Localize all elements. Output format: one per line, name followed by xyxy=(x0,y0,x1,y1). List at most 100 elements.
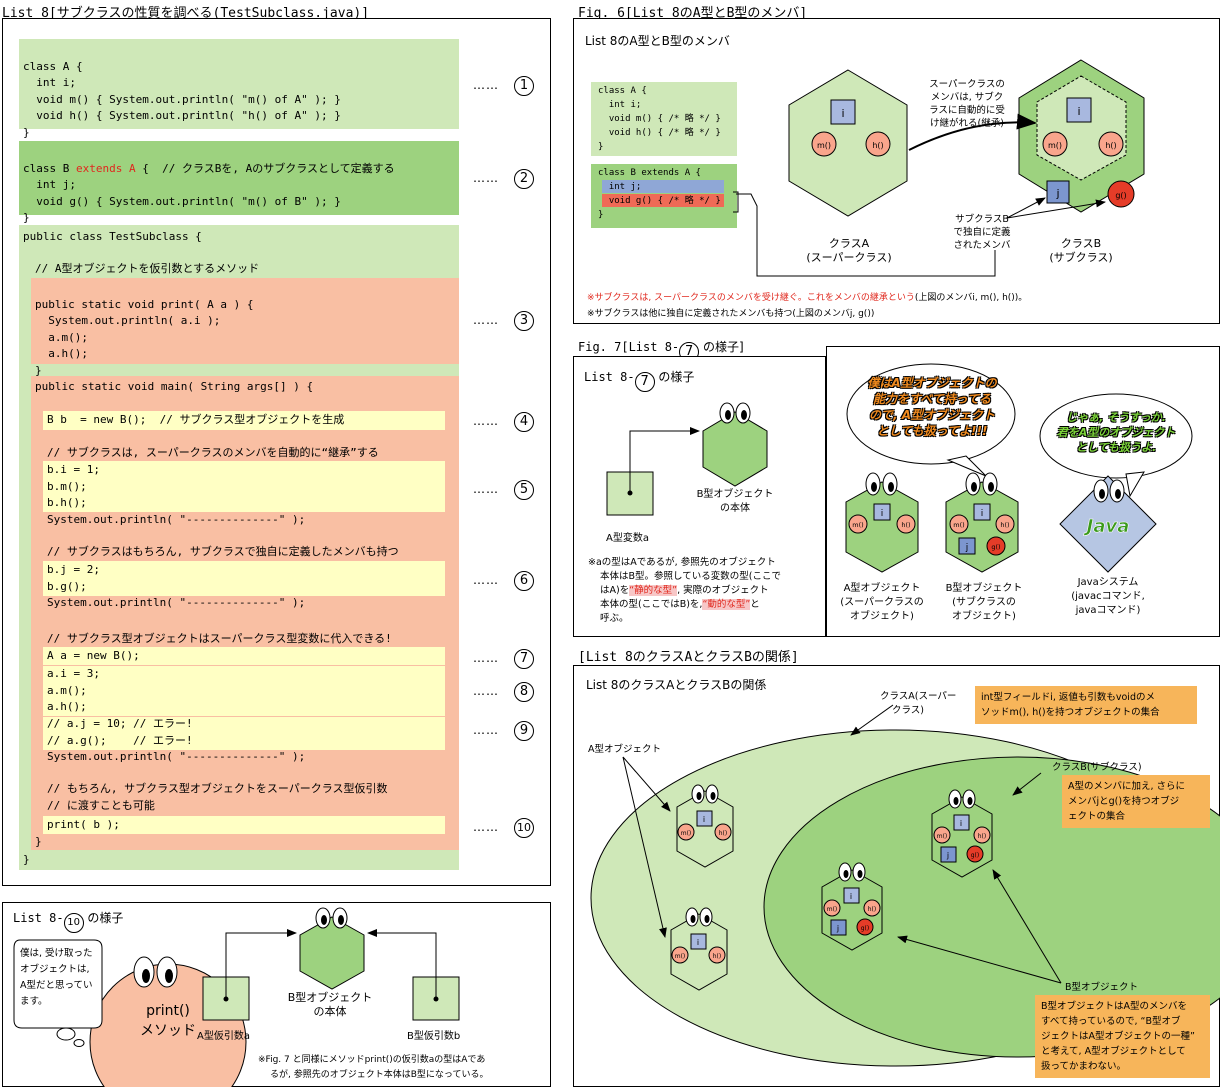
comment7: // サブクラス型オブジェクトはスーパークラス型変数に代入できる! xyxy=(47,632,392,645)
fig6-note1: ※サブクラスは, スーパークラスのメンバを受け継ぐ。これをメンバの継承という(上… xyxy=(587,293,1028,303)
rel-classA-label: クラスA(スーパークラス) xyxy=(880,691,957,716)
classA-hexagon xyxy=(788,69,908,217)
svg-text:m(): m() xyxy=(681,830,692,837)
line4-block xyxy=(43,411,445,430)
comment-print: // A型オブジェクトを仮引数とするメソッド xyxy=(35,262,260,275)
fig7-b-object-label: B型オブジェクトの本体 xyxy=(696,489,774,514)
print-method-code: public static void print( A a ) { System… xyxy=(35,297,254,377)
svg-text:j: j xyxy=(965,543,969,553)
line4-code: B b = new B(); // サブクラス型オブジェクトを生成 xyxy=(47,413,345,426)
block9-code: // a.j = 10; // エラー!// a.g(); // エラー!Sys… xyxy=(47,717,306,763)
comment5: // サブクラスは, スーパークラスのメンバを自動的に“継承”する xyxy=(47,446,379,459)
svg-text:m(): m() xyxy=(827,906,838,913)
b-object-label: B型オブジェクトの本体 xyxy=(287,991,373,1018)
svg-text:m(): m() xyxy=(937,833,948,840)
print-method-label: print()メソッド xyxy=(140,1003,196,1039)
svg-text:i: i xyxy=(850,892,852,901)
block5-code: b.i = 1;b.m();b.h();System.out.println( … xyxy=(47,463,306,526)
svg-text:i: i xyxy=(697,938,699,947)
svg-text:h(): h() xyxy=(868,906,876,913)
svg-text:m(): m() xyxy=(817,141,831,150)
svg-text:m(): m() xyxy=(1048,141,1062,150)
svg-text:h(): h() xyxy=(872,141,883,150)
marker-2: 2 xyxy=(514,169,534,189)
java-diamond xyxy=(1059,475,1157,573)
block8-code: a.i = 3;a.m();a.h(); xyxy=(47,667,100,713)
marker-9: 9 xyxy=(514,721,534,741)
line7-block xyxy=(43,647,445,665)
fig6-note2: ※サブクラスは他に独自に定義されたメンバも持つ(上図のメンバj, g()) xyxy=(587,309,875,319)
fig6-classB-label: クラスB(サブクラス) xyxy=(1049,237,1113,264)
fig6-classA-label: クラスA(スーパークラス) xyxy=(806,237,892,264)
list8-10-note: ※Fig. 7 と同様にメソッドprint()の仮引数aの型はAであるが, 参照… xyxy=(258,1055,489,1080)
svg-text:m(): m() xyxy=(675,953,686,960)
dots-5: …… xyxy=(473,482,499,496)
fig6-codeB-j-highlight xyxy=(602,180,724,193)
block6 xyxy=(43,561,445,596)
cartoon-diagram: i m() h() i m() h() j g() Java xyxy=(845,363,1193,573)
svg-text:j: j xyxy=(1055,187,1059,200)
class-close: } xyxy=(23,853,30,866)
line10-block xyxy=(43,816,445,834)
fig6-caption: Fig. 6[List 8のA型とB型のメンバ] xyxy=(578,6,808,21)
fig7-diagram xyxy=(606,402,768,516)
cartoon-a-label: A型オブジェクト(スーパークラスのオブジェクト) xyxy=(840,583,924,622)
dots-7: …… xyxy=(473,651,499,665)
svg-text:h(): h() xyxy=(901,521,910,529)
fig6-inherit-text: スーパークラスのメンバは, サブクラスに自動的に受け継がれる(継承) xyxy=(929,79,1005,129)
block8 xyxy=(43,666,445,716)
rel-title: List 8のクラスAとクラスBの関係 xyxy=(586,678,767,692)
rel-aobj-label: A型オブジェクト xyxy=(588,744,661,755)
param-b-label: B型仮引数b xyxy=(407,1031,461,1042)
dots-2: …… xyxy=(473,171,499,185)
fig7-title: List 8-7 の様子 xyxy=(584,368,694,392)
bubble-java xyxy=(1039,393,1193,479)
rel-bobj-label: B型オブジェクト xyxy=(1065,982,1139,993)
bubble-java-text: じゃぁ, そうすっか.君をA型のオブジェクトとしても扱うよ. xyxy=(1056,411,1176,454)
svg-text:h(): h() xyxy=(1000,521,1009,529)
rel-caption: [List 8のクラスAとクラスBの関係] xyxy=(578,650,799,665)
block6-code: b.j = 2;b.g();System.out.println( "-----… xyxy=(47,563,306,609)
marker-5: 5 xyxy=(514,480,534,500)
print-method-block xyxy=(31,278,459,364)
svg-text:i: i xyxy=(703,815,705,824)
line10-code: print( b ); xyxy=(47,818,120,831)
svg-text:i: i xyxy=(881,509,884,519)
bubble-b-text: 僕はA型オブジェクトの能力をすべて持ってるので, A型オブジェクトとしても扱って… xyxy=(867,376,997,438)
svg-text:j: j xyxy=(836,924,839,933)
block9 xyxy=(43,717,445,750)
svg-text:Java: Java xyxy=(1084,516,1130,537)
cartoon-b-label: B型オブジェクト(サブクラスのオブジェクト) xyxy=(945,583,1023,622)
rel-classB-label: クラスB(サブクラス) xyxy=(1052,762,1142,773)
classB-set xyxy=(763,756,1220,1058)
svg-text:g(): g() xyxy=(861,925,870,932)
dots-3: …… xyxy=(473,313,499,327)
dots-4: …… xyxy=(473,414,499,428)
dots-1: …… xyxy=(473,78,499,92)
cartoon-a-object xyxy=(845,481,919,573)
dots-8: …… xyxy=(473,684,499,698)
fig7-b-object xyxy=(702,411,768,487)
svg-text:i: i xyxy=(981,509,984,519)
speech-bubble xyxy=(13,939,103,1029)
svg-text:j: j xyxy=(946,851,949,860)
list8-10-bubble-text: 僕は, 受け取ったオブジェクトは,A型だと思っています。 xyxy=(20,948,93,1007)
rel-bobj-box: B型オブジェクトはA型のメンバをすべて持っているので, “B型オブジェクトはA型… xyxy=(1035,995,1210,1078)
list8-caption: List 8[サブクラスの性質を調べる(TestSubclass.java)] xyxy=(2,6,370,21)
comment10: // もちろん, サブクラス型オブジェクトをスーパークラス型仮引数// に渡すこ… xyxy=(47,782,388,812)
rel-diagram: i m() h() i m() h() i m() h() j g() i m(… xyxy=(590,704,1220,1067)
classB-code: class B extends A { // クラスBを, Aのサブクラスとして… xyxy=(23,161,395,225)
comment6: // サブクラスはもちろん, サブクラスで独自に定義したメンバも持つ xyxy=(47,545,399,558)
svg-text:h(): h() xyxy=(713,953,721,960)
param-a-label: A型仮引数a xyxy=(197,1031,250,1042)
svg-text:h(): h() xyxy=(1105,141,1116,150)
testsubclass-head: public class TestSubclass { xyxy=(23,230,202,243)
fig6-codeB-g-highlight xyxy=(602,194,724,207)
block5 xyxy=(43,461,445,512)
bubble-b xyxy=(846,363,1016,465)
main-close: } xyxy=(35,835,42,848)
marker-1: 1 xyxy=(514,76,534,96)
fig7-var-a-label: A型変数a xyxy=(606,533,649,544)
marker-7: 7 xyxy=(514,649,534,669)
classA-block xyxy=(19,39,459,129)
